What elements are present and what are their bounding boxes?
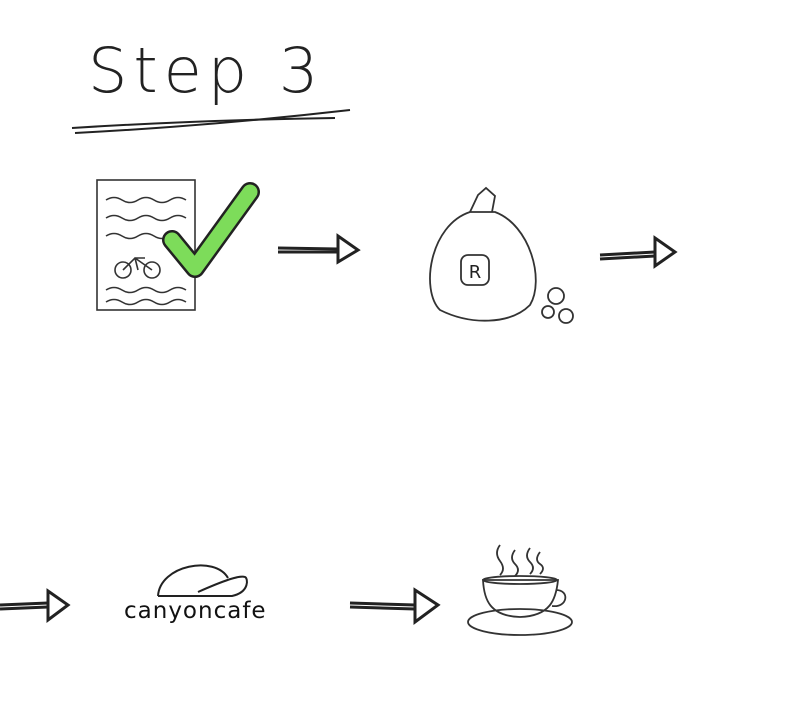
document-icon — [96, 179, 196, 311]
coffee-cup-icon — [467, 544, 573, 636]
arrow-icon — [349, 587, 441, 625]
cafe-logo-cap-icon — [157, 564, 248, 597]
arrow-icon — [277, 233, 361, 265]
arrow-icon — [0, 588, 71, 623]
title-underline — [71, 109, 351, 134]
rand-symbol: R — [469, 262, 482, 283]
money-bag-icon — [429, 186, 574, 324]
step-title: Step 3 — [88, 34, 325, 107]
arrow-icon — [599, 235, 678, 269]
cafe-logo-text: canyoncafe — [124, 598, 267, 624]
bicycle-icon — [114, 256, 161, 279]
